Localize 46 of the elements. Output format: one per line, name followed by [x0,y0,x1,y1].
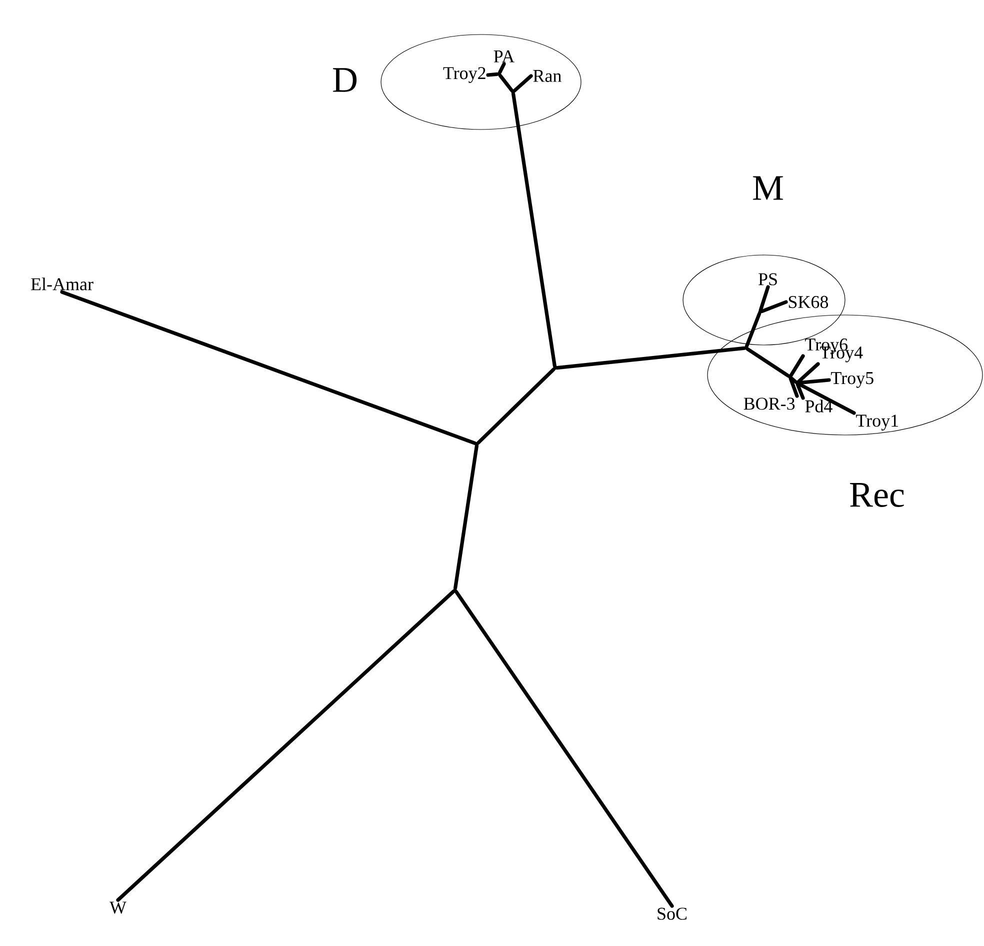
branch-line [788,377,799,398]
taxon-label: PA [494,50,515,62]
branch-line [760,300,788,314]
branch-point [453,588,457,592]
branch-point [497,72,501,76]
branch-line [796,383,805,400]
cluster-label: Rec [850,483,904,507]
branch-line [797,378,831,385]
cluster-label: D [333,68,357,92]
branch-point [795,381,799,385]
branch-line [555,346,746,370]
branch-line [486,72,499,77]
cluster-label: M [753,176,783,200]
branch-line [60,290,477,446]
branch-line [116,590,456,902]
taxon-label: Troy1 [856,414,898,430]
branch-line [796,362,820,384]
branch-line [512,92,556,368]
branch-point [758,310,762,314]
branch-point [511,90,515,94]
branch-point [553,366,557,370]
branch-line [746,347,790,378]
branch-point [788,375,792,379]
branch-line [476,368,556,444]
branch-line [498,62,506,74]
branch-point [744,346,748,350]
branch-line [796,382,856,415]
taxon-label: PS [758,273,777,286]
branch-line [744,312,762,348]
taxon-label: SoC [658,908,687,920]
branch-line [454,590,674,908]
branch-line [512,74,533,92]
branch-line [789,354,805,378]
branch-line [758,285,770,312]
branch-line [498,74,514,92]
branch-line [790,376,798,384]
taxon-label: BOR-3 [744,398,795,410]
branch-line [454,444,478,590]
taxon-label: Troy5 [831,372,874,388]
taxon-label: SK68 [788,296,828,308]
taxon-label: Troy2 [443,67,486,83]
taxon-label: Pd4 [805,400,832,412]
taxon-label: El-Amar [31,278,94,290]
taxon-label: W [110,902,126,914]
taxon-label: Ran [533,70,562,82]
branch-point [475,442,479,446]
